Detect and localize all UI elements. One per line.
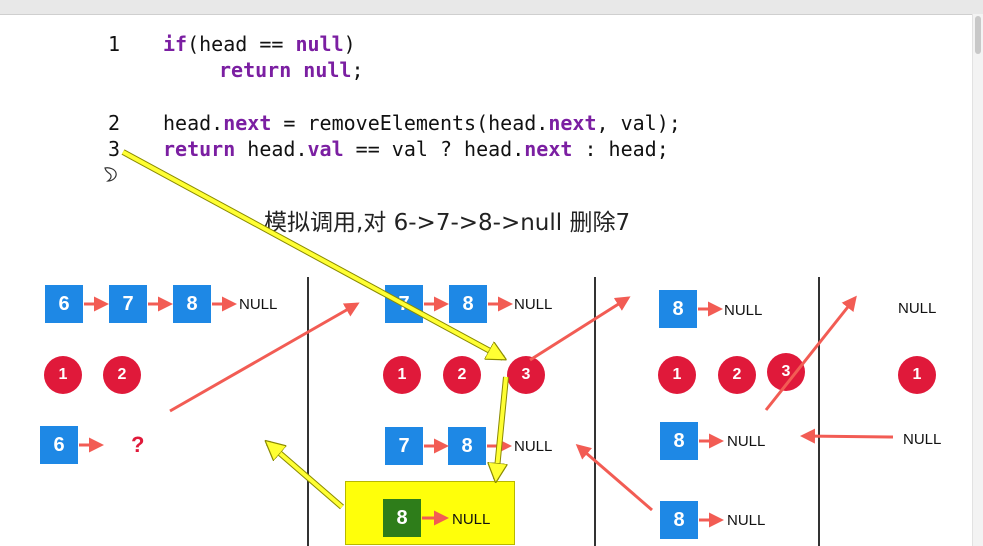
null-label: NULL — [724, 302, 763, 319]
list-node: 8 — [659, 290, 697, 328]
null-label: NULL — [727, 512, 766, 529]
return-arrow — [800, 428, 894, 444]
panel-separator — [307, 277, 309, 546]
null-label: NULL — [514, 296, 553, 313]
keyword-return: return — [163, 137, 236, 161]
keyword-null: null — [303, 58, 352, 82]
panel-separator — [818, 277, 820, 546]
null-label: NULL — [727, 433, 766, 450]
list-node: 8 — [449, 285, 487, 323]
call-step-circle: 1 — [658, 356, 696, 394]
field-next: next — [223, 111, 272, 135]
call-arrow — [529, 296, 631, 362]
list-node: 6 — [45, 285, 83, 323]
scrollbar-thumb[interactable] — [975, 16, 981, 54]
code-text: : head; — [572, 137, 669, 161]
list-node: 8 — [173, 285, 211, 323]
null-label: NULL — [903, 431, 942, 448]
code-text: ) — [343, 32, 356, 56]
null-label: NULL — [898, 300, 937, 317]
code-text: head. — [235, 137, 308, 161]
code-line-3: return head.val == val ? head.next : hea… — [163, 137, 669, 161]
list-node: 7 — [109, 285, 147, 323]
list-node: 8 — [660, 501, 698, 539]
list-node: 8 — [660, 422, 698, 460]
line-number-1: 1 — [108, 32, 121, 56]
line-number-2: 2 — [108, 111, 121, 135]
field-next: next — [524, 137, 573, 161]
highlighted-return-box — [345, 481, 515, 545]
code-line-1b: return null; — [219, 58, 364, 82]
simulation-title: 模拟调用,对 6->7->8->null 删除7 — [264, 210, 631, 236]
code-text: (head == — [187, 32, 296, 56]
code-text: ; — [351, 58, 364, 82]
list-node: 8 — [448, 427, 486, 465]
trace-arrow — [496, 376, 508, 479]
vertical-scrollbar[interactable] — [972, 14, 983, 546]
top-window-bar — [0, 0, 983, 15]
list-node: 7 — [385, 427, 423, 465]
trace-arrow — [268, 443, 344, 509]
code-line-2: head.next = removeElements(head.next, va… — [163, 111, 681, 135]
null-label: NULL — [452, 511, 491, 528]
red-arrows — [79, 295, 894, 528]
code-text: == val ? head. — [343, 137, 525, 161]
call-step-circle: 2 — [718, 356, 756, 394]
call-step-circle: 1 — [44, 356, 82, 394]
keyword-null: null — [295, 32, 344, 56]
code-text: head. — [163, 111, 224, 135]
unknown-result-mark: ? — [131, 432, 145, 457]
code-text: = removeElements(head. — [271, 111, 549, 135]
list-node: 8 — [383, 499, 421, 537]
call-step-circle: 1 — [898, 356, 936, 394]
call-step-circle: 2 — [443, 356, 481, 394]
keyword-if: if — [163, 32, 188, 56]
call-arrow — [169, 302, 360, 413]
keyword-return: return — [219, 58, 292, 82]
code-text: , val); — [596, 111, 681, 135]
yellow-arrows — [121, 149, 509, 510]
call-step-circle: 2 — [103, 356, 141, 394]
null-label: NULL — [514, 438, 553, 455]
line-number-3: 3 — [108, 137, 121, 161]
call-step-circle: 1 — [383, 356, 421, 394]
list-node: 6 — [40, 426, 78, 464]
field-val: val — [307, 137, 344, 161]
return-arrow — [575, 444, 653, 512]
mouse-cursor-icon — [104, 167, 117, 182]
null-label: NULL — [239, 296, 278, 313]
call-step-circle: 3 — [507, 356, 545, 394]
trace-arrow — [122, 150, 503, 358]
code-line-1: if(head == null) — [163, 32, 356, 56]
call-arrow — [764, 295, 857, 411]
field-next: next — [548, 111, 597, 135]
panel-separator — [594, 277, 596, 546]
